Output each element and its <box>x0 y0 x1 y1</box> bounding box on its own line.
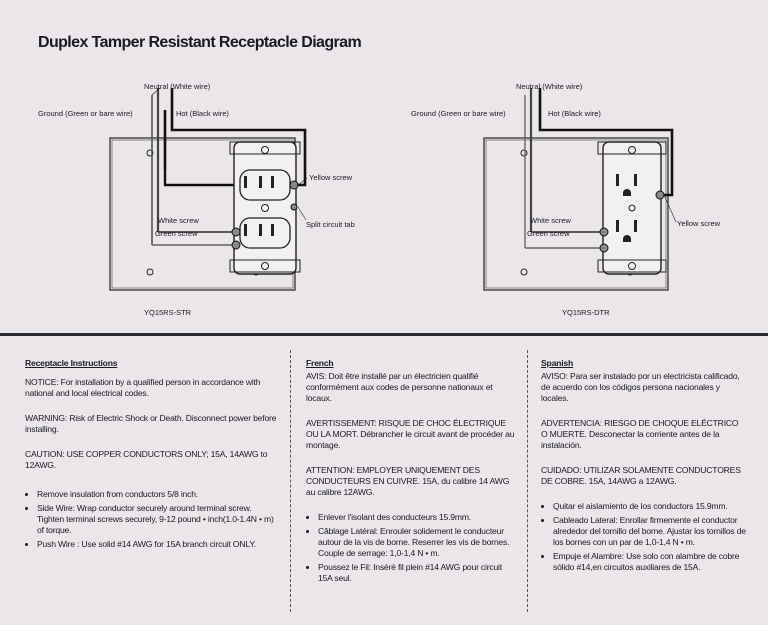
label-green-screw-dtr: Green screw <box>527 229 570 238</box>
label-neutral-str: Neutral (White wire) <box>144 82 211 91</box>
label-split-tab: Split circuit tab <box>306 220 355 229</box>
spanish-aviso: AVISO: Para ser instalado por un electri… <box>541 371 740 403</box>
spanish-warning: ADVERTENCIA: RIESGO DE CHOQUE ELÉCTRICO … <box>541 418 739 450</box>
list-item: Poussez le Fil: Inséré fil plein #14 AWG… <box>318 562 518 584</box>
french-avis: AVIS: Doit être installé par un électric… <box>306 371 493 403</box>
list-item: Side Wire: Wrap conductor securely aroun… <box>37 503 277 536</box>
english-bullets: Remove insulation from conductors 5/8 in… <box>25 489 277 550</box>
english-heading: Receptacle Instructions <box>25 358 118 368</box>
label-ground-str: Ground (Green or bare wire) <box>38 109 133 118</box>
french-bullets: Enlever l'isolant des conducteurs 15.9mm… <box>306 512 518 584</box>
french-warning: AVERTISSEMENT: RISQUE DE CHOC ÉLECTRIQUE… <box>306 418 515 450</box>
spanish-heading: Spanish <box>541 358 574 368</box>
diagram-str: Neutral (White wire) Ground (Green or ba… <box>38 82 355 317</box>
label-white-screw-dtr: White screw <box>530 216 571 225</box>
label-neutral-dtr: Neutral (White wire) <box>516 82 583 91</box>
english-caution: CAUTION: USE COPPER CONDUCTORS ONLY; 15A… <box>25 449 268 470</box>
english-notice: NOTICE: For installation by a qualified … <box>25 377 261 398</box>
spanish-caution: CUIDADO: UTILIZAR SOLAMENTE CONDUCTORES … <box>541 465 741 486</box>
label-green-screw-str: Green screw <box>155 229 198 238</box>
list-item: Push Wire : Use solid #14 AWG for 15A br… <box>37 539 277 550</box>
diagram-dtr: Neutral (White wire) Ground (Green or ba… <box>411 82 721 317</box>
column-separator <box>527 350 529 612</box>
english-warning: WARNING: Risk of Electric Shock or Death… <box>25 413 277 434</box>
label-hot-dtr: Hot (Black wire) <box>548 109 601 118</box>
column-separator <box>290 350 292 612</box>
english-instructions: Receptacle Instructions NOTICE: For inst… <box>25 358 277 553</box>
model-dtr: YQ15RS-DTR <box>562 308 610 317</box>
label-yellow-screw-dtr: Yellow screw <box>677 219 721 228</box>
list-item: Cableado Lateral: Enrollar firmemente el… <box>553 515 746 548</box>
page-title: Duplex Tamper Resistant Receptacle Diagr… <box>38 34 362 51</box>
wall-box <box>483 137 669 291</box>
label-ground-dtr: Ground (Green or bare wire) <box>411 109 506 118</box>
duplex-receptacle-dtr <box>597 141 667 275</box>
list-item: Remove insulation from conductors 5/8 in… <box>37 489 277 500</box>
french-instructions: French AVIS: Doit être installé par un é… <box>306 358 518 587</box>
spanish-bullets: Quitar el aislamiento de los conductors … <box>541 501 746 573</box>
list-item: Quitar el aislamiento de los conductors … <box>553 501 746 512</box>
model-str: YQ15RS-STR <box>144 308 192 317</box>
wiring-diagrams: Neutral (White wire) Ground (Green or ba… <box>38 82 721 317</box>
list-item: Empuje el Alambre: Use solo con alambre … <box>553 551 746 573</box>
spanish-instructions: Spanish AVISO: Para ser instalado por un… <box>541 358 746 576</box>
label-white-screw-str: White screw <box>158 216 199 225</box>
duplex-receptacle-str <box>229 141 301 275</box>
list-item: Enlever l'isolant des conducteurs 15.9mm… <box>318 512 518 523</box>
label-yellow-screw-str: Yellow screw <box>309 173 353 182</box>
french-heading: French <box>306 358 334 368</box>
section-divider <box>0 333 768 336</box>
label-hot-str: Hot (Black wire) <box>176 109 229 118</box>
french-caution: ATTENTION: EMPLOYER UNIQUEMENT DES CONDU… <box>306 465 510 497</box>
list-item: Câblage Latéral: Enrouler solidement le … <box>318 526 518 559</box>
